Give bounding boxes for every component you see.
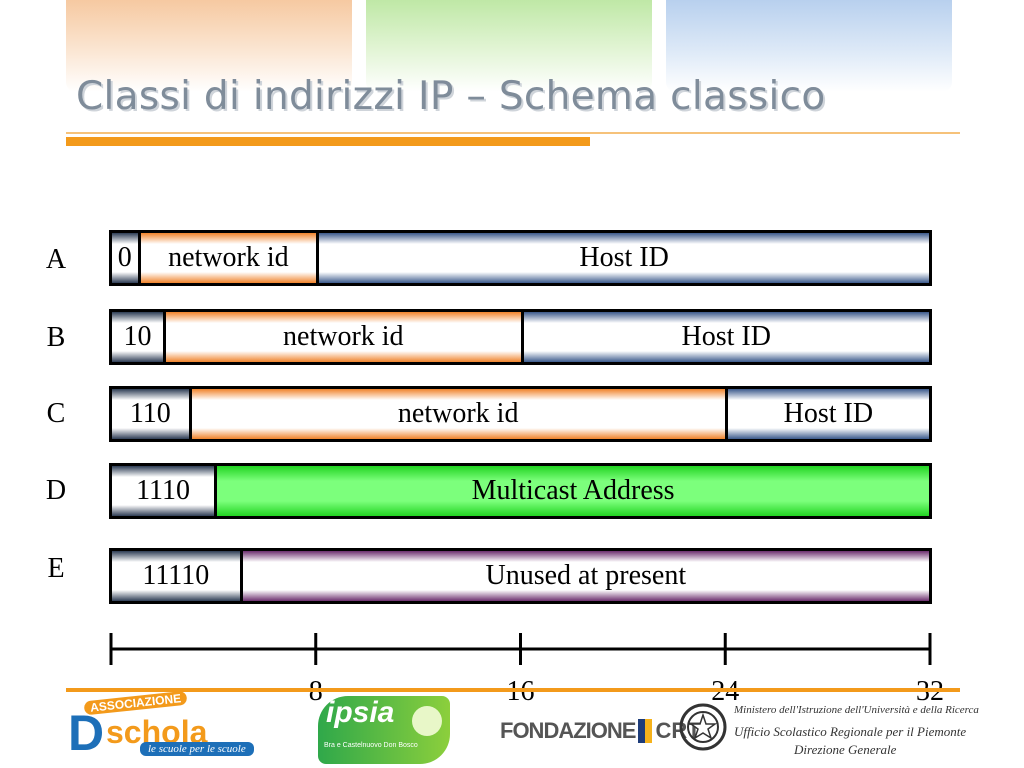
- crt-fondazione: FONDAZIONE: [500, 718, 636, 743]
- class-b-prefix: 10: [112, 312, 164, 362]
- class-c-letter: C: [46, 398, 66, 429]
- class-c-row: 110 network id Host ID: [109, 386, 932, 442]
- class-c-network-id: network id: [188, 389, 725, 439]
- class-a-letter: A: [45, 244, 67, 275]
- ministero-line-1: Ministero dell'Istruzione dell'Universit…: [734, 704, 979, 716]
- crt-logo: FONDAZIONE CRT: [500, 716, 701, 746]
- class-d-letter: D: [45, 475, 67, 506]
- class-b-network-id: network id: [163, 312, 521, 362]
- title-underline-thin: [66, 132, 960, 134]
- class-a-row: 0 network id Host ID: [109, 230, 932, 286]
- class-c-prefix: 110: [112, 389, 189, 439]
- ministero-logo: Ministero dell'Istruzione dell'Universit…: [676, 696, 979, 764]
- header-tab-green: [366, 0, 652, 92]
- class-e-letter: E: [47, 553, 65, 584]
- class-a-network-id: network id: [137, 233, 317, 283]
- class-b-letter: B: [46, 322, 66, 353]
- header-tab-blue: [666, 0, 952, 92]
- class-e-prefix: 11110: [112, 551, 240, 601]
- class-d-prefix: 1110: [112, 466, 215, 516]
- footer-line: [66, 688, 960, 692]
- dschola-d: D: [68, 705, 105, 761]
- tick-label-16: 16: [507, 676, 535, 708]
- class-b-row: 10 network id Host ID: [109, 309, 932, 365]
- ipsia-subtitle: Bra e Castelnuovo Don Bosco: [324, 742, 418, 749]
- ipsia-ball-icon: [412, 706, 442, 736]
- ipsia-logo: ipsia Bra e Castelnuovo Don Bosco: [318, 696, 450, 764]
- class-c-host-id: Host ID: [724, 389, 929, 439]
- tick-label-8: 8: [309, 676, 323, 708]
- ministero-line-3: Direzione Generale: [794, 742, 897, 757]
- dschola-tagline: le scuole per le scuole: [140, 742, 254, 756]
- italy-emblem-icon: [679, 703, 727, 751]
- dschola-logo: D schola ASSOCIAZIONE le scuole per le s…: [68, 690, 286, 762]
- header-tab-orange: [66, 0, 352, 92]
- dschola-badge: ASSOCIAZIONE: [83, 690, 188, 716]
- class-d-multicast-address: Multicast Address: [214, 466, 929, 516]
- ministero-line-2: Ufficio Scolastico Regionale per il Piem…: [734, 724, 967, 739]
- class-b-host-id: Host ID: [520, 312, 929, 362]
- class-a-host-id: Host ID: [316, 233, 929, 283]
- title-underline-thick: [66, 137, 590, 146]
- class-e-row: 11110 Unused at present: [109, 548, 932, 604]
- class-d-row: 1110 Multicast Address: [109, 463, 932, 519]
- slide-title: Classi di indirizzi IP – Schema classico: [76, 74, 826, 119]
- class-e-unused: Unused at present: [239, 551, 929, 601]
- crt-mark-icon: [638, 719, 653, 743]
- ipsia-word: ipsia: [326, 696, 395, 729]
- class-a-prefix: 0: [112, 233, 138, 283]
